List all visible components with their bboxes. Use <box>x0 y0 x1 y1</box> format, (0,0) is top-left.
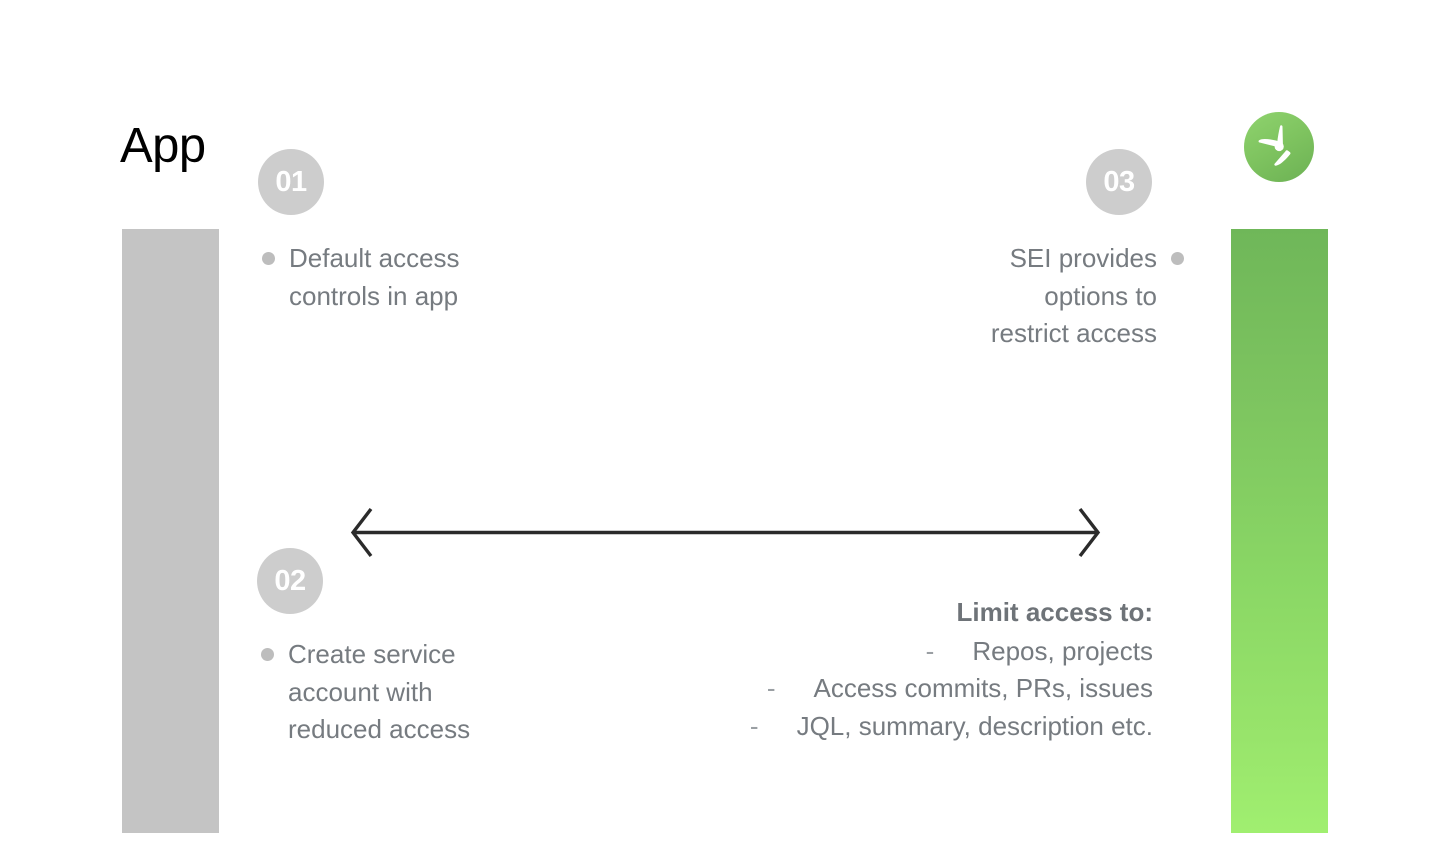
step-badge-02: 02 <box>257 548 323 614</box>
green-gradient-column-bar <box>1231 229 1328 833</box>
step-text-03-label: SEI provides options to restrict access <box>990 243 1157 348</box>
step-badge-01-label: 01 <box>275 165 307 198</box>
double-headed-arrow-icon <box>348 505 1103 561</box>
list-dash: - <box>925 635 935 666</box>
step-text-01: Default access controls in app <box>262 240 460 315</box>
list-dash: - <box>766 673 776 703</box>
step-badge-03: 03 <box>1086 149 1152 215</box>
step-badge-01: 01 <box>258 149 324 215</box>
bullet-dot-icon <box>261 648 274 661</box>
limit-access-item: - Access commits, PRs, issues <box>750 670 1153 708</box>
limit-access-item-label: Access commits, PRs, issues <box>813 673 1153 703</box>
limit-access-item-label: Repos, projects <box>972 635 1153 666</box>
limit-access-item: - JQL, summary, description etc. <box>750 708 1153 746</box>
limit-access-list: Limit access to: - Repos, projects - Acc… <box>750 594 1153 745</box>
harness-propeller-logo-icon <box>1244 112 1314 182</box>
limit-access-item: - Repos, projects <box>750 633 1153 671</box>
step-text-03: SEI provides options to restrict access <box>991 240 1184 353</box>
step-badge-03-label: 03 <box>1103 165 1135 198</box>
limit-access-title: Limit access to: <box>956 597 1153 627</box>
bullet-dot-icon <box>262 252 275 265</box>
step-text-02: Create service account with reduced acce… <box>261 636 470 749</box>
step-badge-02-label: 02 <box>274 564 306 597</box>
page-title: App <box>120 119 206 173</box>
gray-column-bar <box>122 229 219 833</box>
limit-access-item-label: JQL, summary, description etc. <box>796 710 1153 741</box>
step-text-02-label: Create service account with reduced acce… <box>288 639 471 744</box>
list-dash: - <box>749 710 759 741</box>
step-text-01-label: Default access controls in app <box>289 243 460 311</box>
bullet-dot-icon <box>1171 252 1184 265</box>
